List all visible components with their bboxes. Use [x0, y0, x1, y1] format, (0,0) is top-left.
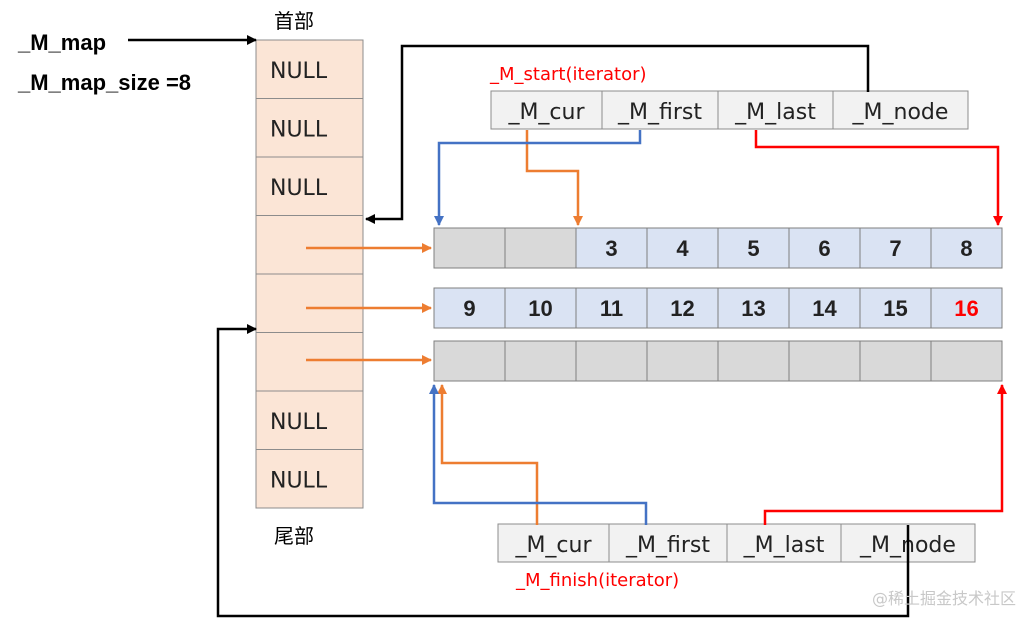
iterator-field-label: _M_last	[743, 533, 825, 558]
iterator-field-label: _M_last	[734, 100, 816, 125]
buffer-value: 4	[676, 236, 689, 261]
buffer-cell	[646, 227, 719, 269]
buffer-row: 3 4 5 6 7 8	[433, 227, 1003, 269]
buffer-value: 10	[528, 296, 552, 321]
buffer-cell	[504, 340, 577, 382]
buffer-cell	[717, 227, 790, 269]
buffer-value: 14	[812, 296, 837, 321]
buffer-row: 9 10 11 12 13 14 15 16	[433, 287, 1003, 329]
map-slot-box	[255, 332, 364, 392]
map-slot	[255, 215, 364, 275]
iterator-field-box	[726, 523, 842, 563]
iterator-field-label: _M_cur	[507, 100, 585, 125]
map-slot-box	[255, 215, 364, 275]
map-slot-value: NULL	[270, 118, 328, 143]
buffer-cell	[930, 227, 1003, 269]
buffer-cell	[575, 340, 648, 382]
buffer-value: 7	[889, 236, 901, 261]
map-slot-box	[255, 390, 364, 450]
map-slot: NULL	[255, 156, 364, 216]
iterator-field-box	[832, 90, 969, 130]
finish-last-arrow	[763, 384, 1007, 525]
buffer-row	[433, 340, 1003, 382]
iterator-field-box	[497, 523, 610, 563]
buffer-cell	[433, 227, 506, 269]
map-slot-value: NULL	[270, 469, 328, 494]
watermark: @稀土掘金技术社区	[872, 589, 1016, 608]
buffer-value: 11	[600, 296, 623, 321]
map-slot-value: NULL	[270, 410, 328, 435]
map-slot-box	[255, 449, 364, 509]
finish-first-arrow	[429, 384, 648, 525]
buffer-value: 9	[463, 296, 475, 321]
start-last-arrow	[754, 130, 1003, 226]
map-slot: NULL	[255, 98, 364, 158]
map-slot: NULL	[255, 390, 364, 450]
finish-iterator: _M_cur_M_first_M_last_M_node	[497, 523, 976, 563]
iterator-field-box	[601, 90, 719, 130]
iterator-field-box	[490, 90, 603, 130]
buffer-cell	[504, 227, 577, 269]
map-slot: NULL	[255, 449, 364, 509]
map-slot	[255, 273, 364, 333]
tail-label: 尾部	[274, 524, 314, 548]
buffer-cell	[575, 227, 648, 269]
start-node-arrow	[365, 44, 870, 224]
buffers: 3 4 5 6 7 8 9 10 11 12 13 14 15 16	[433, 227, 1003, 382]
buffer-cell	[433, 340, 506, 382]
buffer-cell	[859, 287, 932, 329]
buffer-cell	[788, 227, 861, 269]
start-iterator-label: _M_start(iterator)	[489, 64, 647, 85]
buffer-cell	[788, 287, 861, 329]
map-slot-box	[255, 39, 364, 99]
iterator-field-label: _M_first	[617, 100, 702, 125]
map-slot	[255, 332, 364, 392]
buffer-cell	[717, 340, 790, 382]
iterator-field-label: _M_cur	[514, 533, 592, 558]
map-array: NULL NULL NULL NULL NULL	[255, 39, 364, 509]
start-cur-arrow	[525, 130, 583, 226]
iterator-field-label: _M_first	[625, 533, 710, 558]
buffer-cell	[646, 287, 719, 329]
buffer-value: 16	[954, 296, 978, 321]
buffer-cell	[575, 287, 648, 329]
buffer-cell	[646, 340, 719, 382]
finish-iterator-label: _M_finish(iterator)	[515, 570, 679, 591]
map-slot-value: NULL	[270, 176, 328, 201]
buffer-cell	[930, 340, 1003, 382]
iterator-field-label: _M_node	[852, 100, 949, 125]
finish-cur-arrow	[437, 384, 539, 525]
head-label: 首部	[274, 9, 314, 33]
buffer-cell	[788, 340, 861, 382]
buffer-cell	[504, 287, 577, 329]
buffer-value: 8	[960, 236, 972, 261]
buffer-value: 5	[747, 236, 759, 261]
buffer-cell	[717, 287, 790, 329]
finish-node-arrow	[216, 324, 910, 618]
buffer-value: 15	[883, 296, 907, 321]
map-slot-box	[255, 156, 364, 216]
map-slot: NULL	[255, 39, 364, 99]
map-slot-box	[255, 273, 364, 333]
arrows	[128, 35, 1007, 618]
buffer-value: 12	[670, 296, 694, 321]
buffer-cell	[930, 287, 1003, 329]
m-map-label: _M_map	[17, 30, 106, 55]
m-map-size-label: _M_map_size =8	[17, 70, 191, 95]
buffer-value: 6	[818, 236, 830, 261]
map-slot-box	[255, 98, 364, 158]
iterator-field-box	[717, 90, 834, 130]
buffer-cell	[859, 340, 932, 382]
start-iterator: _M_cur _M_first _M_last _M_node	[490, 90, 969, 130]
start-first-arrow	[434, 130, 642, 226]
buffer-value: 3	[605, 236, 617, 261]
buffer-cell	[859, 227, 932, 269]
buffer-value: 13	[741, 296, 765, 321]
map-slot-value: NULL	[270, 59, 328, 84]
